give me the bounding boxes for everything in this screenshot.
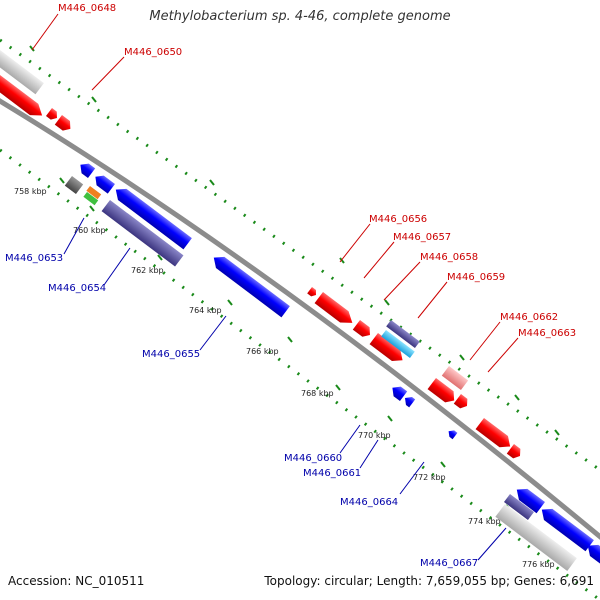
inner-tick-track — [0, 148, 600, 600]
gene-label-m446-0659[interactable]: M446_0659 — [447, 272, 505, 283]
genome-backbone — [0, 98, 600, 540]
accession-text: Accession: NC_010511 — [8, 574, 145, 588]
tick-label-768: 768 kbp — [301, 389, 334, 398]
gene-feature[interactable] — [92, 172, 115, 194]
gene-feature[interactable] — [389, 383, 408, 402]
gene-feature[interactable] — [210, 252, 290, 318]
gene-feature[interactable] — [0, 75, 46, 121]
tick-label-770: 770 kbp — [358, 431, 391, 440]
gene-label-m446-0650[interactable]: M446_0650 — [124, 47, 182, 58]
tick-label-774: 774 kbp — [468, 517, 501, 526]
gene-label-m446-0663[interactable]: M446_0663 — [518, 328, 576, 339]
gene-feature[interactable] — [369, 333, 407, 366]
gene-feature[interactable] — [446, 428, 458, 440]
forward-leader-lines — [31, 13, 519, 373]
gene-feature[interactable] — [314, 292, 357, 328]
gene-feature[interactable] — [441, 366, 469, 391]
gene-feature[interactable] — [0, 50, 44, 95]
gene-label-m446-0655[interactable]: M446_0655 — [142, 349, 200, 360]
gene-label-m446-0661[interactable]: M446_0661 — [303, 468, 361, 479]
gene-feature[interactable] — [101, 200, 184, 267]
genome-stats-text: Topology: circular; Length: 7,659,055 bp… — [264, 574, 594, 588]
reverse-leader-lines — [63, 217, 507, 561]
gene-label-m446-0660[interactable]: M446_0660 — [284, 453, 342, 464]
tick-label-762: 762 kbp — [131, 266, 164, 275]
tick-label-764: 764 kbp — [189, 306, 222, 315]
gene-feature[interactable] — [352, 320, 374, 340]
tick-label-766: 766 kbp — [246, 347, 279, 356]
gene-feature[interactable] — [513, 484, 545, 514]
gene-feature[interactable] — [495, 504, 577, 571]
tick-label-776: 776 kbp — [522, 560, 555, 569]
outer-tick-track — [0, 38, 600, 472]
gene-feature[interactable] — [381, 330, 415, 359]
gene-feature[interactable] — [54, 115, 74, 134]
gene-label-m446-0667[interactable]: M446_0667 — [420, 558, 478, 569]
gene-feature[interactable] — [83, 192, 99, 206]
gene-feature[interactable] — [538, 504, 594, 552]
gene-feature[interactable] — [45, 108, 60, 122]
gene-feature[interactable] — [64, 176, 84, 195]
gene-label-m446-0664[interactable]: M446_0664 — [340, 497, 398, 508]
gene-label-m446-0657[interactable]: M446_0657 — [393, 232, 451, 243]
gene-feature[interactable] — [307, 287, 318, 298]
gene-feature[interactable] — [386, 320, 420, 349]
gene-feature[interactable] — [503, 494, 534, 521]
gene-feature[interactable] — [427, 378, 459, 406]
gene-feature[interactable] — [453, 394, 471, 411]
gene-label-m446-0648[interactable]: M446_0648 — [58, 3, 116, 14]
tick-label-758: 758 kbp — [14, 187, 47, 196]
gene-feature[interactable] — [584, 540, 600, 570]
gene-feature[interactable] — [77, 160, 96, 179]
gene-label-m446-0662[interactable]: M446_0662 — [500, 312, 558, 323]
gene-label-m446-0654[interactable]: M446_0654 — [48, 283, 106, 294]
page-title: Methylobacterium sp. 4-46, complete geno… — [149, 9, 451, 24]
gene-feature[interactable] — [402, 394, 416, 408]
gene-feature[interactable] — [506, 444, 524, 461]
gene-feature[interactable] — [112, 184, 192, 250]
tick-label-772: 772 kbp — [413, 473, 446, 482]
tick-label-760: 760 kbp — [73, 226, 106, 235]
gene-label-m446-0653[interactable]: M446_0653 — [5, 253, 63, 264]
gene-label-m446-0656[interactable]: M446_0656 — [369, 214, 427, 225]
gene-feature[interactable] — [475, 418, 515, 452]
gene-label-m446-0658[interactable]: M446_0658 — [420, 252, 478, 263]
gene-feature[interactable] — [86, 186, 102, 200]
